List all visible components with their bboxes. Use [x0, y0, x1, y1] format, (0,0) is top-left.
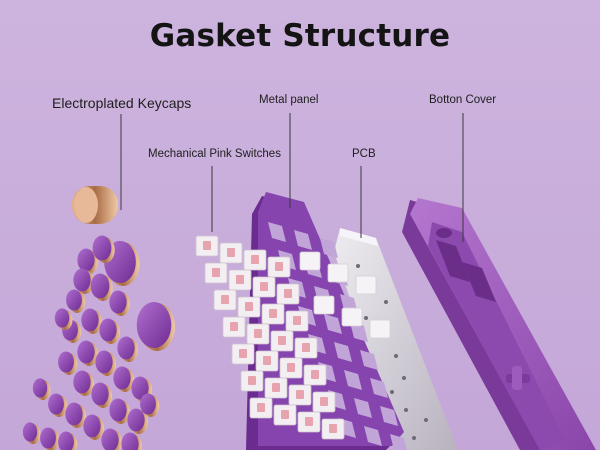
- switch: [213, 289, 237, 311]
- switch: [285, 310, 309, 332]
- plate-cutout: [344, 370, 362, 390]
- switch: [246, 323, 270, 345]
- keycap: [32, 378, 51, 400]
- plate-cutout: [364, 426, 382, 446]
- plate-cutout: [360, 350, 378, 370]
- rotary-knob: [72, 186, 118, 224]
- label-bottom-cover: Botton Cover: [429, 94, 497, 106]
- switch: [297, 411, 321, 433]
- bottom-cover: [402, 198, 596, 450]
- plate-cutout: [324, 314, 342, 334]
- keycap: [83, 414, 104, 440]
- keycap: [54, 308, 73, 330]
- keycap: [109, 290, 130, 316]
- switch: [303, 364, 327, 386]
- keycap: [91, 382, 112, 408]
- keycap: [101, 428, 122, 450]
- switch: [255, 350, 279, 372]
- switch: [243, 249, 267, 271]
- switch: [321, 418, 345, 440]
- keycap: [66, 289, 86, 313]
- switch: [240, 370, 264, 392]
- switch: [261, 303, 285, 325]
- keycap: [127, 408, 148, 434]
- keycap: [81, 308, 102, 334]
- plate-cutout: [370, 378, 388, 398]
- switch: [195, 235, 219, 257]
- electroplated-keycaps: [22, 186, 175, 450]
- keycap: [58, 351, 78, 375]
- keycap: [117, 336, 138, 362]
- keycap: [95, 350, 116, 376]
- switch: [294, 337, 318, 359]
- switch: [276, 283, 300, 305]
- switch: [341, 307, 363, 327]
- plate-cutout: [334, 342, 352, 362]
- keycap: [73, 268, 94, 294]
- page-title: Gasket Structure: [149, 18, 451, 54]
- keycap: [48, 393, 68, 417]
- keycap: [77, 248, 98, 274]
- keycap: [77, 340, 98, 366]
- keycap: [109, 398, 130, 424]
- switch: [270, 330, 294, 352]
- keycap: [121, 432, 142, 450]
- plate-cutout: [294, 230, 312, 250]
- label-pcb: PCB: [352, 148, 376, 160]
- keycap: [40, 427, 60, 450]
- plate-cutout: [390, 434, 407, 450]
- switch: [279, 357, 303, 379]
- switch: [228, 269, 252, 291]
- switch: [369, 319, 391, 339]
- switch: [355, 275, 377, 295]
- switch: [299, 251, 321, 271]
- switch: [327, 263, 349, 283]
- switch: [267, 256, 291, 278]
- switch: [288, 384, 312, 406]
- switch: [264, 377, 288, 399]
- switch: [231, 343, 255, 365]
- plate-cutout: [380, 406, 398, 426]
- switch: [252, 276, 276, 298]
- switch: [219, 242, 243, 264]
- switch: [222, 316, 246, 338]
- keycap: [140, 393, 160, 417]
- label-keycaps: Electroplated Keycaps: [52, 95, 192, 111]
- plate-cutout: [268, 222, 286, 242]
- keycap: [22, 422, 41, 444]
- mechanical-switches: [195, 235, 391, 440]
- keycap: [90, 273, 113, 301]
- keycap: [65, 402, 86, 428]
- keycap: [58, 431, 78, 450]
- label-metal-panel: Metal panel: [259, 94, 319, 106]
- keycap: [99, 318, 120, 344]
- keycap: [73, 370, 94, 396]
- switch: [237, 296, 261, 318]
- switch: [249, 397, 273, 419]
- keycap: [113, 366, 134, 392]
- label-switches: Mechanical Pink Switches: [148, 148, 281, 160]
- switch: [204, 262, 228, 284]
- switch: [313, 295, 335, 315]
- switch: [312, 391, 336, 413]
- keycap: [92, 235, 115, 263]
- plate-cutout: [354, 398, 372, 418]
- keycap: [136, 301, 175, 351]
- plate-cutout: [350, 322, 368, 342]
- switch: [273, 404, 297, 426]
- plate-cutout: [320, 238, 338, 258]
